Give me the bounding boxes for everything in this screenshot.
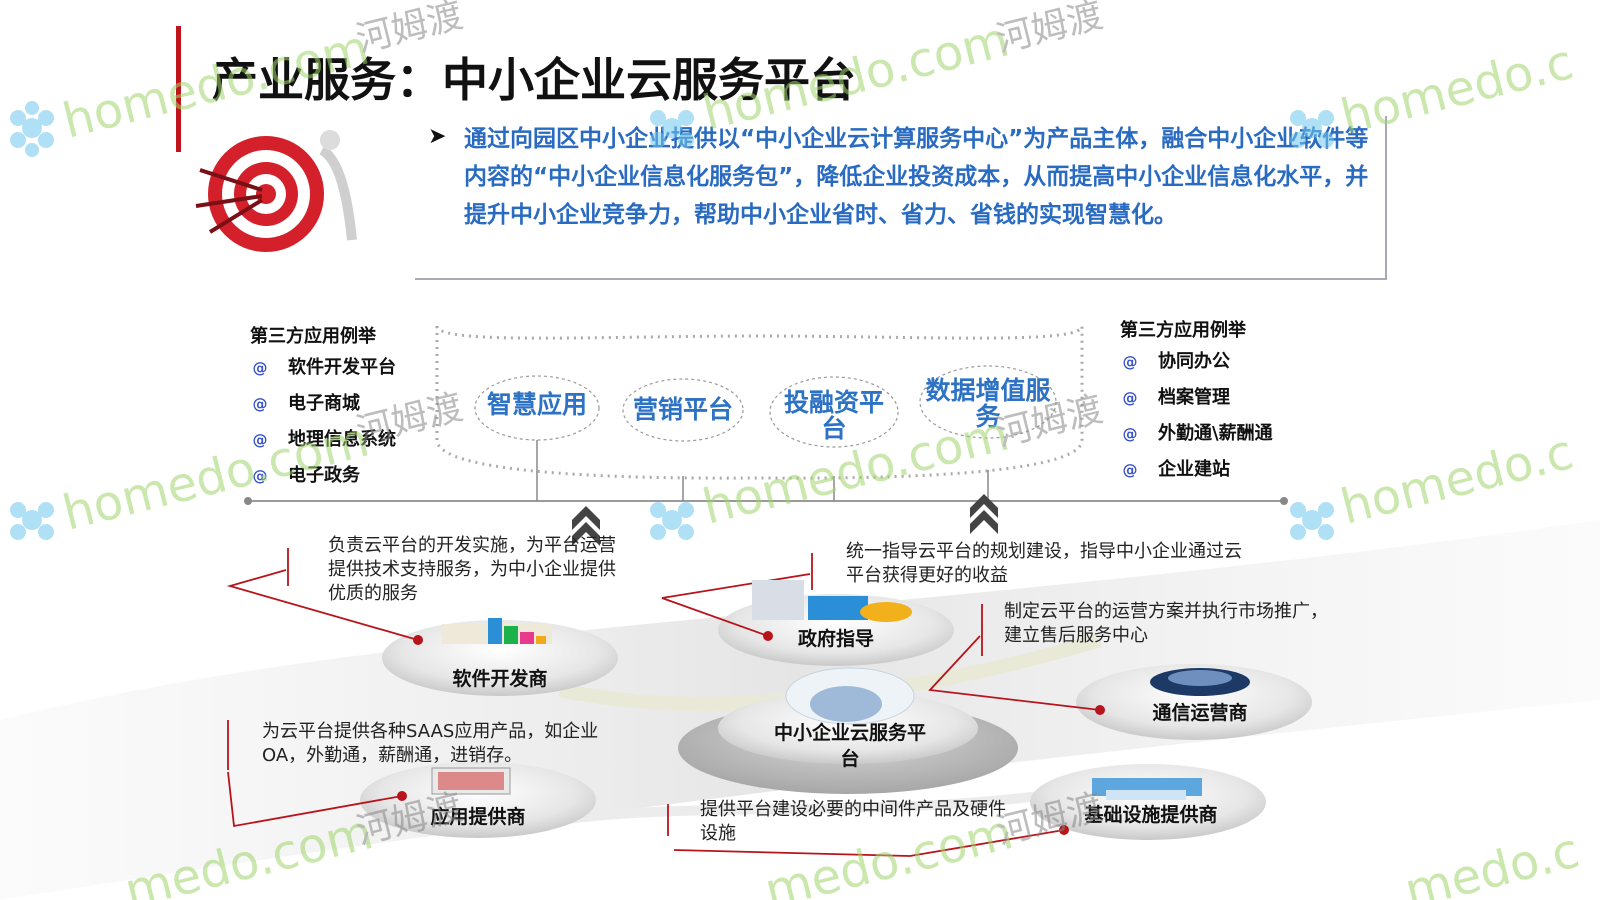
node-telecom: 通信运营商: [1152, 702, 1248, 724]
svg-text:medo.com: medo.com: [119, 804, 378, 900]
list-item: @企业建站: [1120, 452, 1273, 488]
swirl-bullet-icon: @: [252, 467, 268, 485]
list-item: @协同办公: [1120, 344, 1273, 380]
desc-infrastructure: 提供平台建设必要的中间件产品及硬件设施: [700, 799, 1006, 844]
right-list-title: 第三方应用例举: [1120, 320, 1246, 341]
list-item: @外勤通\薪酬通: [1120, 416, 1273, 452]
svg-text:河姆渡: 河姆渡: [992, 787, 1107, 853]
swirl-bullet-icon: @: [1122, 461, 1138, 479]
svg-text:河姆渡: 河姆渡: [352, 387, 467, 453]
flower-logo-icon: [10, 502, 54, 540]
left-list-title: 第三方应用例举: [250, 326, 376, 347]
bar-chart-illustration: [442, 618, 552, 644]
svg-text:medo.com: medo.com: [759, 804, 1018, 900]
swirl-bullet-icon: @: [1122, 389, 1138, 407]
pill-financing: 投融资平台: [783, 388, 884, 443]
swirl-bullet-icon: @: [252, 395, 268, 413]
right-app-list: @协同办公 @档案管理 @外勤通\薪酬通 @企业建站: [1120, 344, 1273, 488]
swirl-bullet-icon: @: [252, 431, 268, 449]
chevron-up-icon: [970, 494, 998, 534]
list-item: @档案管理: [1120, 380, 1273, 416]
title-accent-bar: [176, 26, 181, 152]
page-title: 产业服务：中小企业云服务平台: [212, 53, 856, 107]
device-illustration: [1150, 668, 1250, 696]
swirl-bullet-icon: @: [252, 359, 268, 377]
node-app-provider: 应用提供商: [430, 806, 526, 828]
node-software-developer: 软件开发商: [452, 668, 548, 690]
svg-text:河姆渡: 河姆渡: [352, 0, 467, 61]
node-government: 政府指导: [797, 628, 874, 650]
list-item: @地理信息系统: [250, 422, 397, 458]
brain-cloud-illustration: [785, 667, 915, 725]
arrow-bullet-icon: ➤: [428, 124, 447, 149]
svg-text:homedo.com: homedo.com: [57, 412, 374, 542]
city-illustration: [752, 580, 912, 622]
svg-text:homedo.com: homedo.com: [697, 406, 1014, 536]
svg-text:河姆渡: 河姆渡: [992, 389, 1107, 455]
desc-government: 统一指导云平台的规划建设，指导中小企业通过云平台获得更好的收益: [846, 541, 1242, 586]
target-icon: [195, 130, 357, 252]
svg-text:homedo.c: homedo.c: [1335, 34, 1578, 146]
svg-text:homedo.c: homedo.c: [1335, 424, 1578, 536]
flower-logo-icon: [1290, 502, 1334, 540]
swirl-bullet-icon: @: [1122, 425, 1138, 443]
pill-data-services: 数据增值服务: [925, 376, 1051, 431]
intro-box: [415, 116, 1387, 280]
svg-text:河姆渡: 河姆渡: [352, 787, 467, 853]
list-item: @软件开发平台: [250, 350, 397, 386]
desc-app-provider: 为云平台提供各种SAAS应用产品，如企业OA，外勤通，薪酬通，进销存。: [262, 721, 599, 766]
desc-telecom: 制定云平台的运营方案并执行市场推广，建立售后服务中心: [1004, 601, 1328, 646]
monitor-illustration: [431, 767, 511, 795]
svg-text:medo.c: medo.c: [1399, 823, 1584, 900]
intro-text: 通过向园区中小企业提供以“中小企业云计算服务中心”为产品主体，融合中小企业软件等…: [464, 126, 1369, 228]
flower-logo-icon: [10, 101, 54, 157]
list-item: @电子商城: [250, 386, 396, 422]
node-cloud-platform: 中小企业云服务平台: [773, 722, 926, 770]
svg-text:homedo.com: homedo.com: [57, 20, 374, 150]
node-infrastructure: 基础设施提供商: [1084, 804, 1218, 826]
pill-smart-apps: 智慧应用: [486, 390, 587, 419]
left-app-list: @软件开发平台 @电子商城 @地理信息系统 @电子政务: [250, 350, 397, 494]
list-item: @电子政务: [250, 458, 396, 494]
chevron-up-icon: [572, 506, 600, 546]
desc-software-developer: 负责云平台的开发实施，为平台运营提供技术支持服务，为中小企业提供优质的服务: [328, 535, 616, 604]
pill-marketing: 营销平台: [632, 395, 733, 424]
svg-text:河姆渡: 河姆渡: [992, 0, 1107, 61]
flower-logo-icon: [1290, 110, 1334, 148]
swirl-bullet-icon: @: [1122, 353, 1138, 371]
flower-logo-icon: [650, 502, 694, 540]
svg-text:homedo.com: homedo.com: [697, 12, 1014, 142]
flower-logo-icon: [650, 110, 694, 148]
server-illustration: [1092, 778, 1202, 800]
